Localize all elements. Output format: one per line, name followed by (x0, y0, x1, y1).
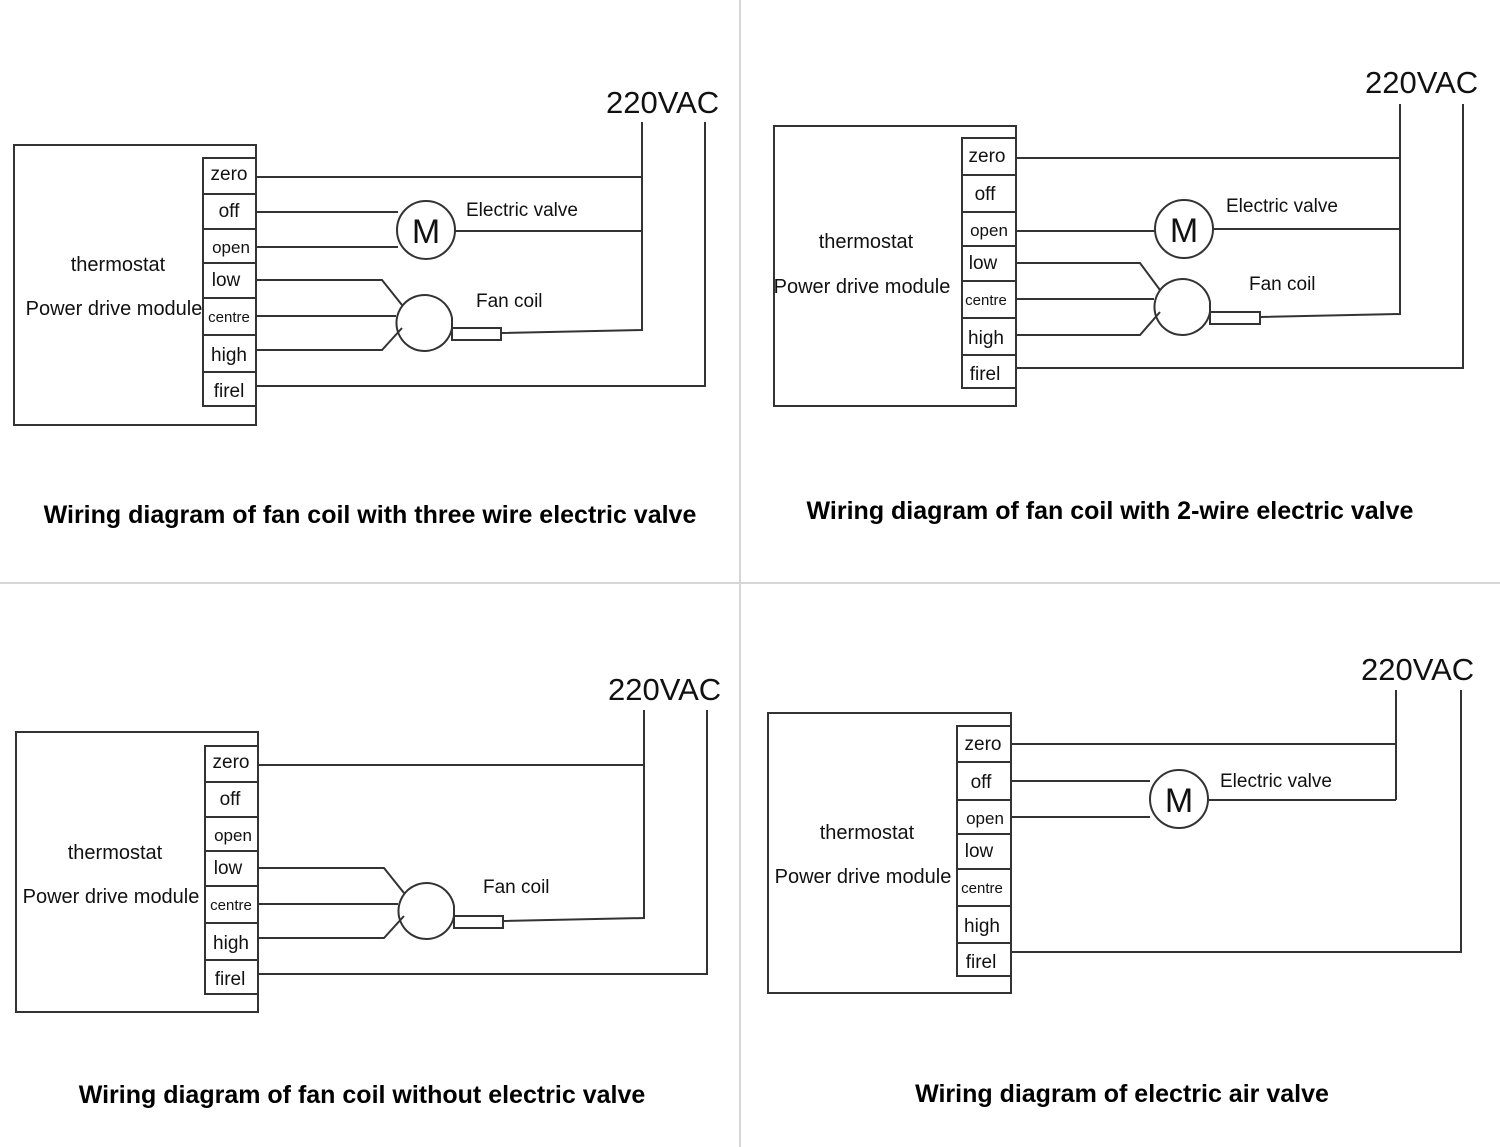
terminal-firel: firel (214, 381, 245, 402)
terminal-block (204, 745, 259, 995)
wire-fan-return (1259, 104, 1401, 318)
diagram-caption: Wiring diagram of fan coil with three wi… (44, 501, 697, 529)
wire-low (256, 279, 403, 306)
wire-zero (1016, 104, 1401, 159)
fan-coil-icon (1153, 278, 1261, 336)
diagram-electric-air-valve (767, 690, 1462, 994)
terminal-open: open (966, 809, 1004, 828)
wire-firel (1016, 104, 1464, 369)
terminal-open: open (212, 238, 250, 257)
module-label-line1: thermostat (68, 842, 163, 864)
terminal-high: high (213, 933, 249, 954)
terminal-low: low (965, 841, 994, 862)
wire-high (256, 327, 403, 351)
terminal-open: open (970, 221, 1008, 240)
terminal-low: low (212, 270, 241, 291)
valve-label: Electric valve (1220, 771, 1332, 792)
fan-label: Fan coil (483, 877, 550, 898)
terminal-off: off (975, 184, 997, 205)
terminal-zero: zero (211, 164, 248, 185)
motor-symbol: M (412, 213, 440, 251)
supply-label: 220VAC (1365, 65, 1478, 100)
module-label-line2: Power drive module (775, 866, 952, 888)
terminal-low: low (214, 858, 243, 879)
terminal-firel: firel (970, 364, 1001, 385)
wire-zero (258, 710, 645, 766)
motor-icon (1149, 769, 1209, 829)
supply-label: 220VAC (606, 85, 719, 120)
terminal-off: off (220, 789, 242, 810)
terminal-open: open (214, 826, 252, 845)
fan-label: Fan coil (1249, 274, 1316, 295)
wire-fan-return (502, 710, 645, 922)
motor-symbol: M (1170, 212, 1198, 250)
fan-coil-icon (395, 294, 502, 352)
terminal-centre: centre (208, 309, 250, 326)
terminal-zero: zero (965, 734, 1002, 755)
supply-label: 220VAC (1361, 652, 1474, 687)
terminal-block (956, 725, 1012, 977)
supply-label: 220VAC (608, 672, 721, 707)
diagram-caption: Wiring diagram of fan coil without elect… (79, 1081, 646, 1109)
wire-high (258, 915, 405, 939)
module-label-line1: thermostat (819, 231, 914, 253)
terminal-off: off (971, 772, 993, 793)
terminal-centre: centre (961, 880, 1003, 897)
terminal-zero: zero (213, 752, 250, 773)
module-label-line1: thermostat (71, 254, 166, 276)
wire-fan-return (500, 122, 643, 334)
terminal-low: low (969, 253, 998, 274)
terminal-high: high (968, 328, 1004, 349)
motor-icon (396, 200, 456, 260)
diagram-caption: Wiring diagram of fan coil with 2-wire e… (807, 497, 1414, 525)
wire-firel (258, 710, 708, 975)
fan-coil-icon (397, 882, 504, 940)
terminal-block (202, 157, 257, 407)
module-label-line2: Power drive module (26, 298, 203, 320)
valve-label: Electric valve (1226, 196, 1338, 217)
wire-firel (1011, 690, 1462, 953)
diagram-caption: Wiring diagram of electric air valve (915, 1080, 1329, 1108)
wire-high (1016, 311, 1161, 336)
terminal-off: off (219, 201, 241, 222)
module-label-line2: Power drive module (23, 886, 200, 908)
wire-zero (256, 122, 643, 178)
diagram-two-wire-valve (773, 104, 1464, 407)
terminal-centre: centre (965, 292, 1007, 309)
wire-low (1016, 262, 1161, 291)
module-label-line2: Power drive module (774, 276, 951, 298)
terminal-firel: firel (215, 969, 246, 990)
fan-label: Fan coil (476, 291, 543, 312)
wire-firel (256, 122, 706, 387)
terminal-firel: firel (966, 952, 997, 973)
diagram-three-wire-valve (13, 122, 706, 426)
wire-low (258, 867, 405, 894)
terminal-zero: zero (969, 146, 1006, 167)
valve-label: Electric valve (466, 200, 578, 221)
wire-zero (1011, 690, 1397, 745)
module-label-line1: thermostat (820, 822, 915, 844)
motor-icon (1154, 199, 1214, 259)
diagram-no-valve (15, 710, 708, 1013)
motor-symbol: M (1165, 782, 1193, 820)
terminal-high: high (211, 345, 247, 366)
terminal-high: high (964, 916, 1000, 937)
terminal-centre: centre (210, 897, 252, 914)
